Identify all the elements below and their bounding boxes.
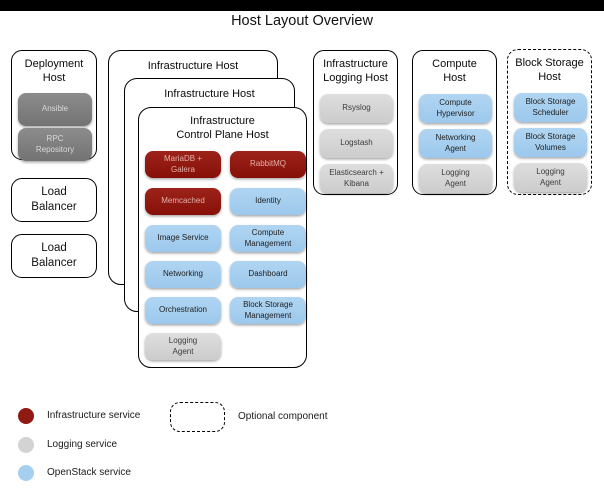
infrastructure-host-outer-title: Infrastructure Host (147, 60, 239, 72)
control-plane-host-box: Infrastructure Control Plane Host MariaD… (138, 107, 307, 368)
infrastructure-service-label: Infrastructure service (47, 410, 141, 421)
load-balancer-box-1: Load Balancer (11, 178, 97, 222)
service-rpc-repository: RPC Repository (18, 128, 92, 161)
infrastructure-service-swatch (18, 408, 34, 424)
top-black-bar (0, 0, 604, 11)
load-balancer-title-2: Load Balancer (31, 242, 77, 269)
block-storage-host-title: Block Storage Host (515, 57, 584, 84)
service-rsyslog: Rsyslog (320, 94, 393, 123)
service-memcached: Memcached (145, 188, 221, 215)
service-logstash: Logstash (320, 129, 393, 158)
service-orchestration: Orchestration (145, 297, 221, 324)
service-block-storage-volumes: Block Storage Volumes (514, 128, 587, 157)
service-block-storage-scheduler: Block Storage Scheduler (514, 93, 587, 122)
infrastructure-host-middle-title: Infrastructure Host (164, 88, 255, 100)
control-plane-host-title: Infrastructure Control Plane Host (176, 115, 269, 142)
block-storage-host-box: Block Storage Host Block Storage Schedul… (507, 49, 592, 195)
logging-service-label: Logging service (47, 439, 118, 450)
load-balancer-box-2: Load Balancer (11, 234, 97, 278)
service-logging-agent-compute: Logging Agent (419, 164, 492, 193)
service-logging-agent-block-storage: Logging Agent (514, 163, 587, 192)
service-logging-agent-control-plane: Logging Agent (145, 333, 221, 360)
openstack-service-swatch (18, 465, 34, 481)
service-mariadb-galera: MariaDB + Galera (145, 151, 221, 178)
deployment-host-box: Deployment Host Ansible RPC Repository (11, 50, 97, 161)
load-balancer-title-1: Load Balancer (31, 186, 77, 213)
service-block-storage-management: Block Storage Management (230, 297, 306, 324)
diagram-title: Host Layout Overview (231, 13, 373, 29)
service-image-service: Image Service (145, 225, 221, 252)
service-networking: Networking (145, 261, 221, 288)
service-compute-management: Compute Management (230, 225, 306, 252)
logging-host-box: Infrastructure Logging Host Rsyslog Logs… (313, 50, 398, 195)
service-dashboard: Dashboard (230, 261, 306, 288)
openstack-service-label: OpenStack service (47, 467, 131, 478)
service-ansible: Ansible (18, 93, 92, 126)
logging-service-swatch (18, 437, 34, 453)
compute-host-title: Compute Host (432, 58, 477, 85)
service-compute-hypervisor: Compute Hypervisor (419, 94, 492, 123)
logging-host-title: Infrastructure Logging Host (323, 58, 388, 85)
service-networking-agent: Networking Agent (419, 129, 492, 158)
optional-component-swatch (170, 402, 225, 432)
compute-host-box: Compute Host Compute Hypervisor Networki… (412, 50, 497, 195)
service-rabbitmq: RabbitMQ (230, 151, 306, 178)
service-identity: Identity (230, 188, 306, 215)
deployment-host-title: Deployment Host (24, 58, 84, 85)
optional-component-label: Optional component (238, 411, 328, 422)
service-elasticsearch-kibana: Elasticsearch + Kibana (320, 164, 393, 193)
